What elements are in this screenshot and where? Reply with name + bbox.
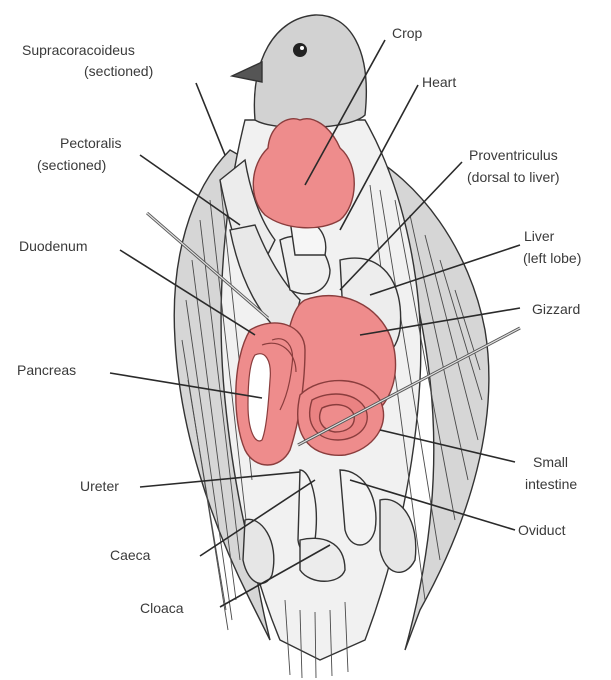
label-oviduct: Oviduct [518, 522, 566, 538]
label-supracoracoideus-line2: (sectioned) [84, 63, 153, 79]
label-pancreas: Pancreas [17, 362, 76, 378]
label-supracoracoideus-line1: Supracoracoideus [22, 42, 135, 58]
label-proventriculus-line2: (dorsal to liver) [467, 169, 560, 185]
label-heart: Heart [422, 74, 456, 90]
label-cloaca: Cloaca [140, 600, 184, 616]
label-pectoralis-line1: Pectoralis [60, 135, 121, 151]
label-liver-line2: (left lobe) [523, 250, 581, 266]
label-duodenum: Duodenum [19, 238, 88, 254]
label-liver-line1: Liver [524, 228, 555, 244]
label-small-intestine-line1: Small [533, 454, 568, 470]
head [254, 15, 366, 128]
label-gizzard: Gizzard [532, 301, 580, 317]
label-ureter: Ureter [80, 478, 119, 494]
label-proventriculus-line1: Proventriculus [469, 147, 558, 163]
leader-supracoracoideus [196, 83, 225, 155]
label-small-intestine-line2: intestine [525, 476, 577, 492]
label-caeca: Caeca [110, 547, 151, 563]
label-pectoralis-line2: (sectioned) [37, 157, 106, 173]
right-foot [380, 499, 416, 572]
eye [293, 43, 307, 57]
beak [232, 62, 262, 82]
label-crop: Crop [392, 25, 423, 41]
